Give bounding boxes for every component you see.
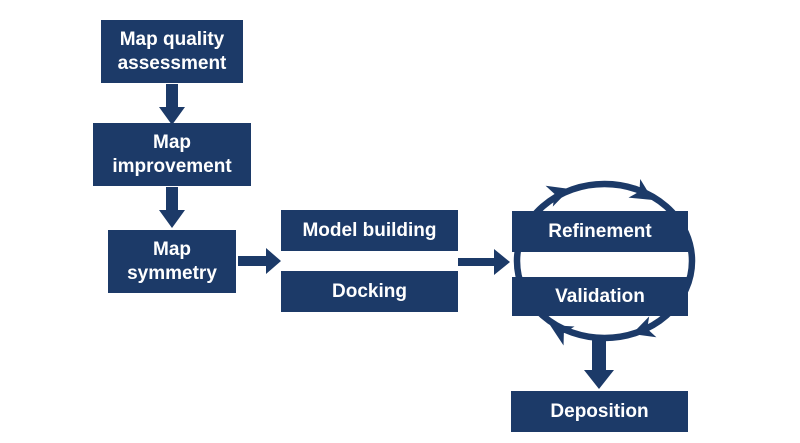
node-refinement: Refinement	[512, 211, 688, 252]
node-label: Map quality	[119, 28, 225, 50]
node-map-improvement: Map improvement	[93, 123, 251, 186]
node-docking: Docking	[281, 271, 458, 312]
node-label: Map	[153, 131, 191, 153]
node-label: Docking	[332, 280, 407, 302]
node-label: Map	[153, 238, 191, 260]
node-map-quality-assessment: Map quality assessment	[101, 20, 243, 83]
arrow-map-quality-to-map-improvement	[159, 84, 185, 125]
node-label: Model building	[302, 219, 437, 241]
cycle-arrowhead-top-left-icon	[545, 185, 570, 207]
arrow-map-improvement-to-map-symmetry	[159, 187, 185, 228]
node-label: assessment	[117, 52, 227, 74]
node-label: Deposition	[550, 400, 649, 422]
cycle-arrowhead-bottom-right-icon	[632, 316, 657, 338]
cycle-arrowhead-top-right-icon	[628, 179, 653, 200]
node-label: improvement	[112, 155, 232, 177]
cycle-arrowhead-bottom-left-icon	[550, 325, 575, 346]
node-map-symmetry: Map symmetry	[108, 230, 236, 293]
node-label: symmetry	[127, 262, 217, 284]
arrow-cycle-to-deposition	[584, 336, 614, 389]
node-label: Validation	[555, 285, 645, 307]
node-deposition: Deposition	[511, 391, 688, 432]
arrow-map-symmetry-to-model-building	[238, 248, 281, 274]
arrow-model-building-to-refinement	[458, 249, 510, 275]
node-label: Refinement	[548, 220, 652, 242]
node-model-building: Model building	[281, 210, 458, 251]
node-validation: Validation	[512, 277, 688, 316]
